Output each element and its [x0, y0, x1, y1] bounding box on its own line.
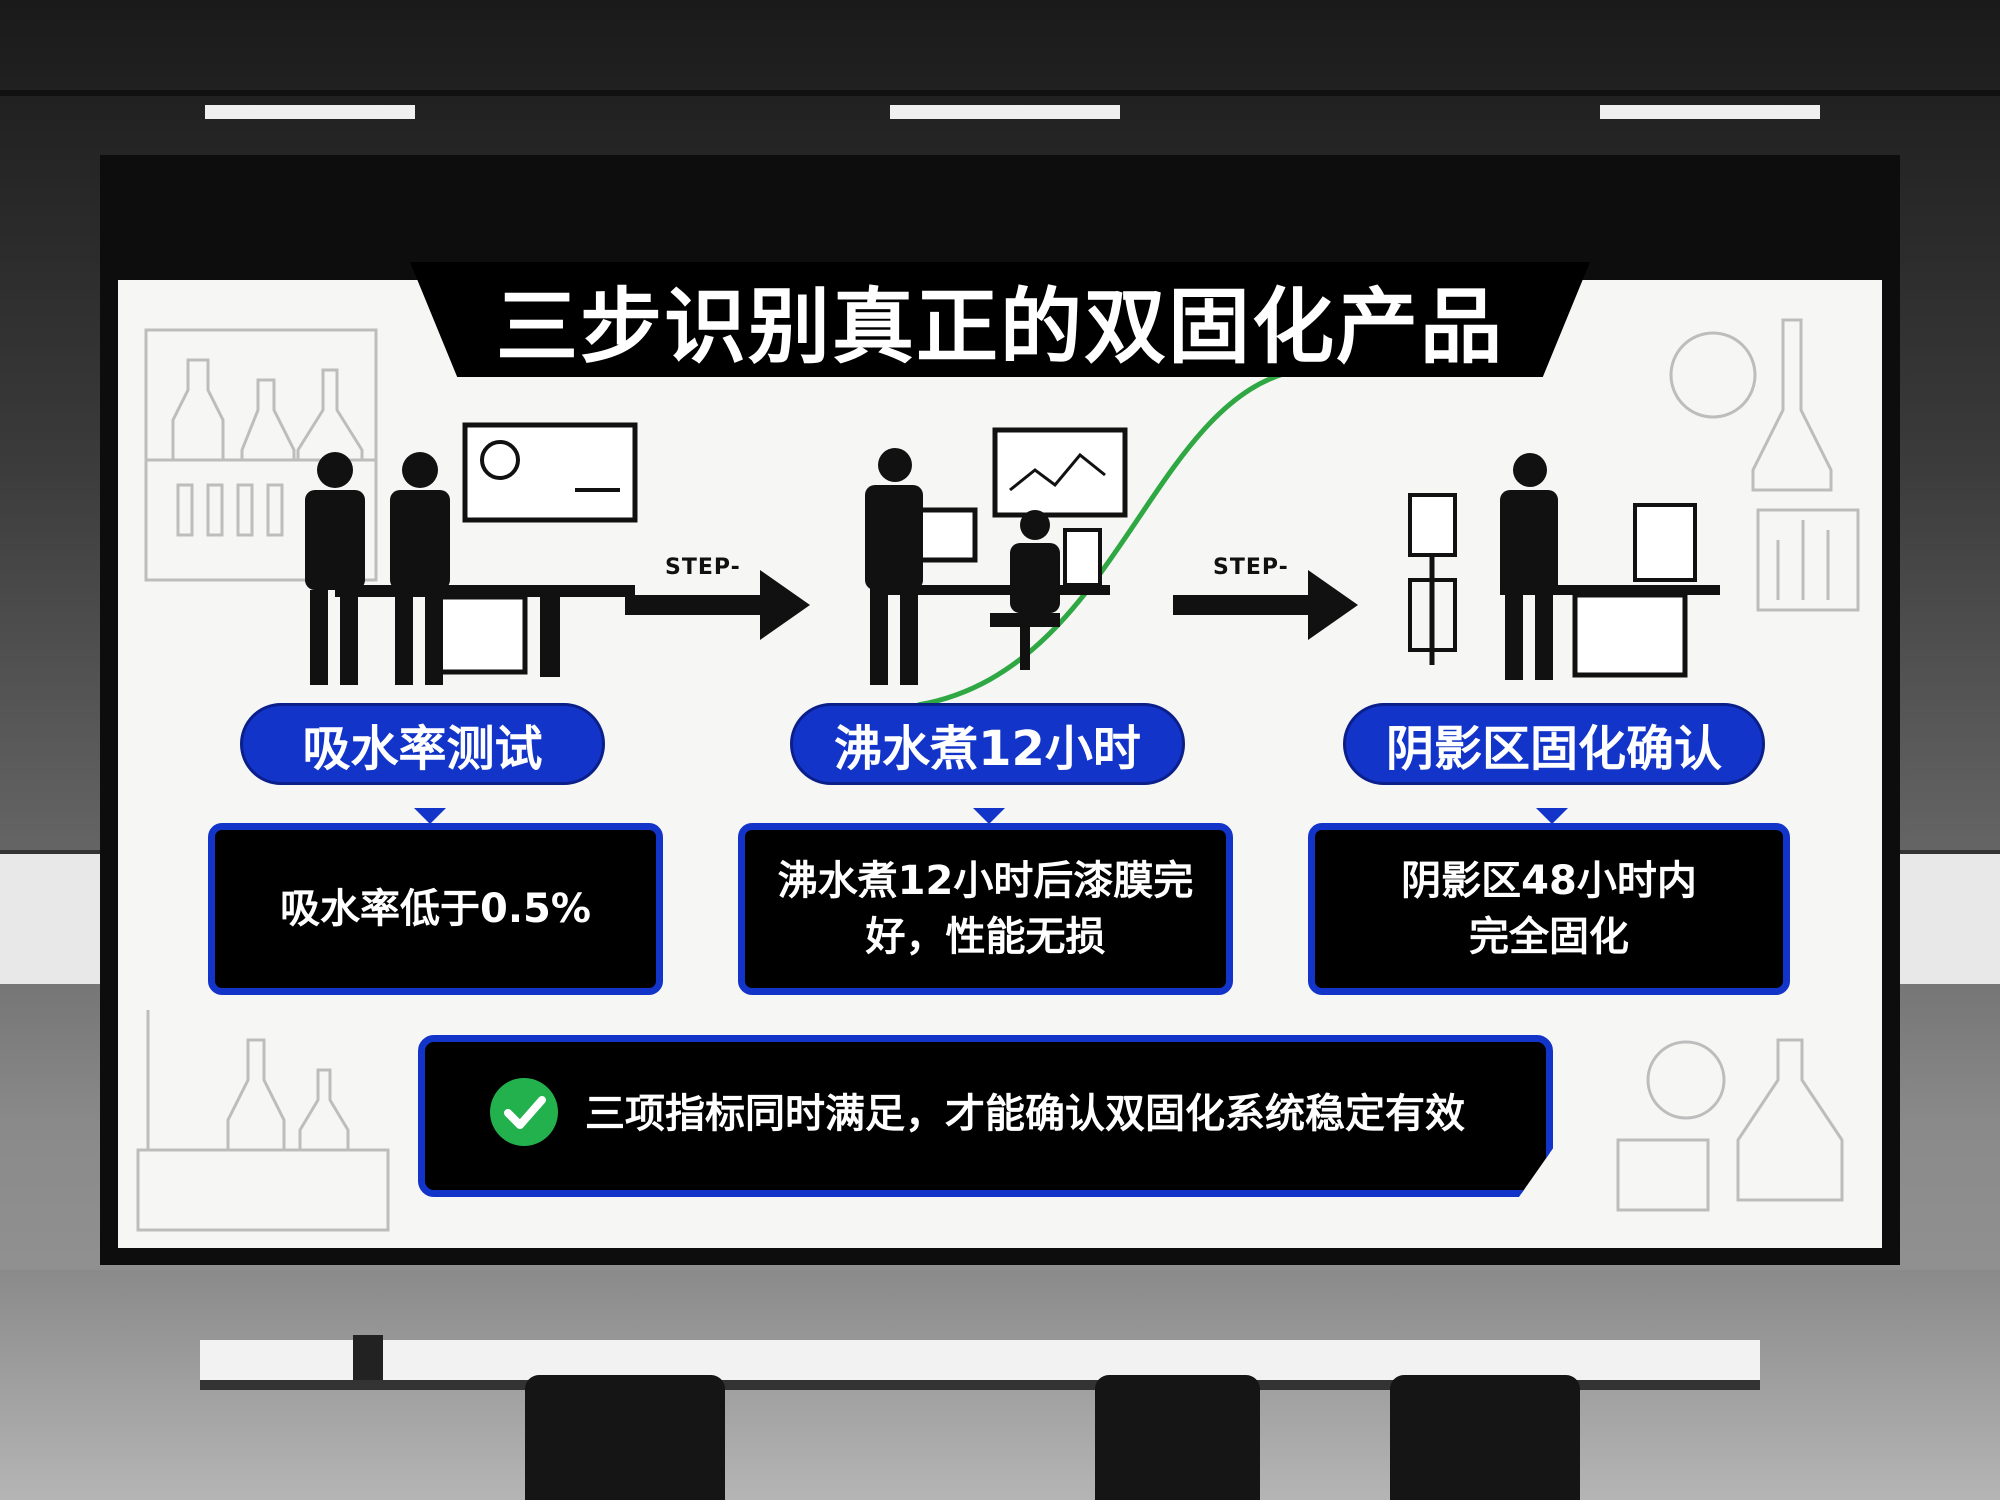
step-label-1: STEP- [665, 555, 741, 580]
page-title: 三步识别真正的双固化产品 [495, 280, 1504, 375]
factory-window-right [1900, 850, 2000, 984]
title-banner [410, 262, 1590, 377]
step-label-2: STEP- [1213, 555, 1289, 580]
pointer-triangle [973, 808, 1005, 824]
step-detail-line1: 阴影区48小时内 [1401, 858, 1697, 904]
step-detail-line2: 好，性能无损 [865, 914, 1106, 960]
factory-window-left [0, 850, 100, 984]
step-title-shadow-cure: 阴影区固化确认 [1343, 703, 1765, 785]
office-chair [1095, 1375, 1260, 1500]
arrow-right-icon [625, 570, 810, 640]
pen-holder [353, 1335, 383, 1380]
lab-lineart-decoration [136, 280, 1860, 1232]
step-detail-line1: 沸水煮12小时后漆膜完 [777, 858, 1194, 904]
ceiling-light [205, 105, 415, 119]
ceiling-light [1600, 105, 1820, 119]
step2-illustration [865, 427, 1128, 685]
step-detail-line2: 完全固化 [1469, 914, 1629, 960]
step-detail-card-2: 沸水煮12小时后漆膜完 好，性能无损 [738, 823, 1233, 995]
step3-illustration [1408, 453, 1720, 680]
step-detail-card-1: 吸水率低于0.5% [208, 823, 663, 995]
pointer-triangle [1536, 808, 1568, 824]
arrow-right-icon [1173, 570, 1358, 640]
step-detail-text: 吸水率低于0.5% [280, 886, 591, 932]
office-chair [1390, 1375, 1580, 1500]
ceiling-light [890, 105, 1120, 119]
step-title-boiling-test: 沸水煮12小时 [790, 703, 1185, 785]
office-chair [525, 1375, 725, 1500]
step-title-water-absorption: 吸水率测试 [240, 703, 605, 785]
checkmark-icon [490, 1078, 558, 1146]
summary-box [418, 1035, 1553, 1197]
pointer-triangle [414, 808, 446, 824]
step-detail-card-3: 阴影区48小时内 完全固化 [1308, 823, 1790, 995]
summary-text: 三项指标同时满足，才能确认双固化系统稳定有效 [585, 1091, 1465, 1137]
ceiling-beam [0, 90, 2000, 96]
step1-illustration [305, 422, 638, 685]
